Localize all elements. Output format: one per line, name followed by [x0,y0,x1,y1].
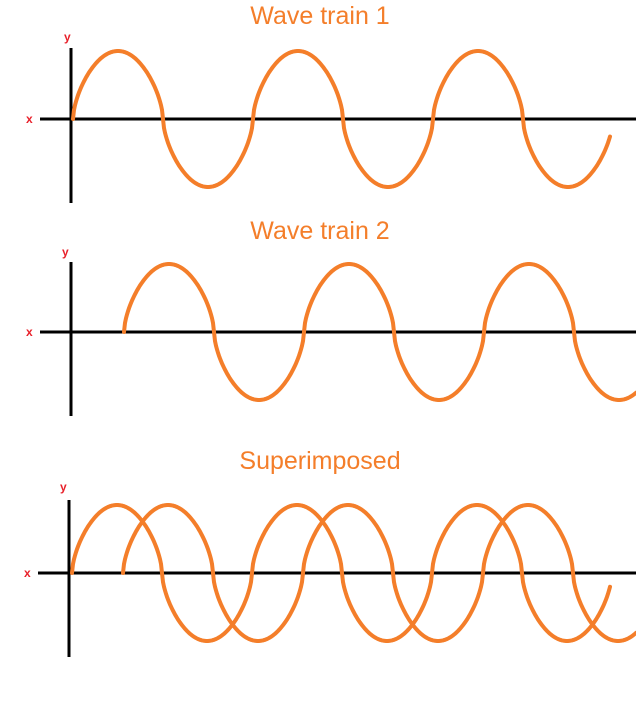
panel-1-y-label: y [64,30,71,44]
superimposed-wave-2-curve [121,503,636,643]
wave-train-1-curve [71,49,612,189]
panel-2-title: Wave train 2 [250,217,390,245]
superimposed-wave-1-curve [70,503,612,643]
panel-3-y-label: y [60,480,67,494]
panel-3-x-label: x [24,566,31,580]
wave-train-2-curve [122,262,636,402]
panel-2-x-label: x [26,325,33,339]
panel-1-title: Wave train 1 [250,2,390,30]
panel-2-y-label: y [62,245,69,259]
panel-3-title: Superimposed [239,447,401,475]
panel-1-x-label: x [26,112,33,126]
